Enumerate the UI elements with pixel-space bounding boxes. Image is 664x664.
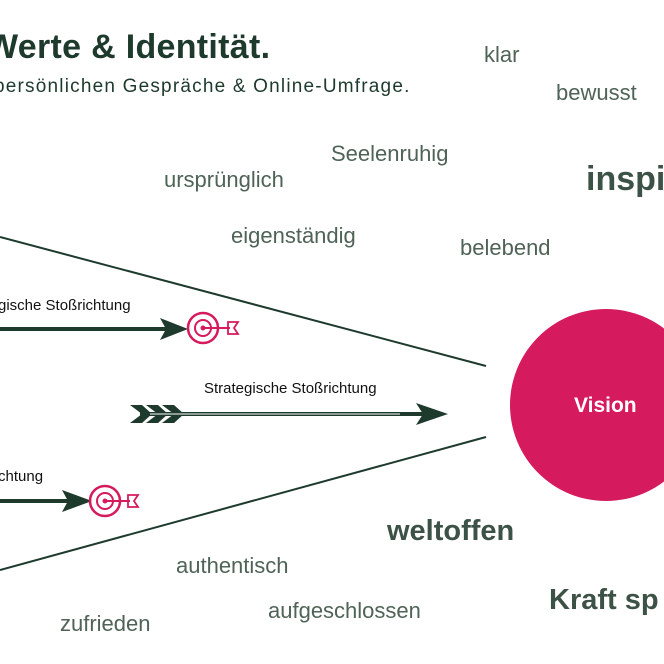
word-belebend: belebend <box>460 235 551 260</box>
arrow-fletching <box>130 405 184 423</box>
word-bewusst: bewusst <box>556 80 637 105</box>
page-title: Werte & Identität. <box>0 28 271 66</box>
word-urspruenglich: ursprünglich <box>164 167 284 192</box>
word-aufgeschlossen: aufgeschlossen <box>268 598 421 623</box>
word-klar: klar <box>484 42 520 67</box>
target-icon <box>186 311 240 345</box>
word-zufrieden: zufrieden <box>60 611 151 636</box>
funnel-line-bottom <box>0 436 487 571</box>
word-weltoffen: weltoffen <box>387 515 515 547</box>
arrow-label-middle: Strategische Stoßrichtung <box>204 380 377 397</box>
word-eigenstaendig: eigenständig <box>231 223 356 248</box>
page-subtitle: persönlichen Gespräche & Online-Umfrage. <box>0 76 411 97</box>
arrow-bottom <box>0 490 92 512</box>
arrow-label-top: gische Stoßrichtung <box>0 297 131 314</box>
funnel-line-top <box>0 236 487 367</box>
arrow-top <box>0 318 188 340</box>
word-seelenruhig: Seelenruhig <box>331 141 449 166</box>
word-kraft: Kraft sp <box>549 584 659 616</box>
word-inspi: inspi <box>586 160 664 198</box>
arrow-middle <box>130 403 448 425</box>
target-icon <box>88 484 140 518</box>
word-authentisch: authentisch <box>176 553 289 578</box>
vision-label: Vision <box>574 394 637 417</box>
vision-circle <box>510 309 664 501</box>
arrow-label-bottom: chtung <box>0 468 44 485</box>
